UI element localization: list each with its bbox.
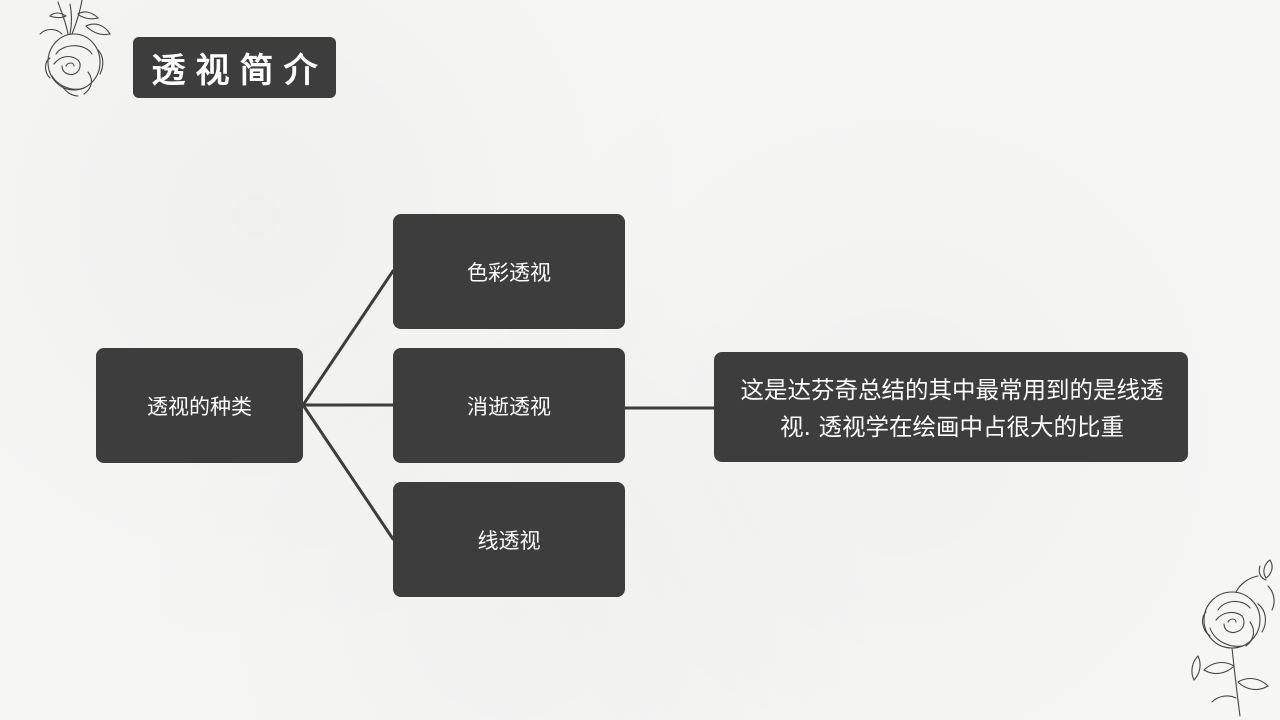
description-text: 这是达芬奇总结的其中最常用到的是线透视. 透视学在绘画中占很大的比重 (740, 376, 1164, 441)
page-title: 透视简介 (151, 51, 328, 91)
connector-root-to-branch-3 (301, 403, 395, 541)
branch-node-label: 线透视 (477, 528, 541, 553)
page-title-banner: 透视简介 (133, 37, 336, 98)
root-node: 透视的种类 (96, 348, 303, 463)
branch-node-label: 消逝透视 (467, 394, 551, 419)
rose-bouquet-sketch-icon (1191, 559, 1275, 717)
connector-root-to-branch-1 (301, 269, 395, 407)
branch-node-vanishing-perspective: 消逝透视 (393, 348, 625, 463)
branch-node-label: 色彩透视 (467, 260, 551, 285)
rose-sketch-icon (39, 0, 111, 97)
branch-node-color-perspective: 色彩透视 (393, 214, 625, 329)
branch-node-linear-perspective: 线透视 (393, 482, 625, 597)
description-node: 这是达芬奇总结的其中最常用到的是线透视. 透视学在绘画中占很大的比重 (714, 352, 1188, 462)
root-node-label: 透视的种类 (147, 394, 252, 419)
